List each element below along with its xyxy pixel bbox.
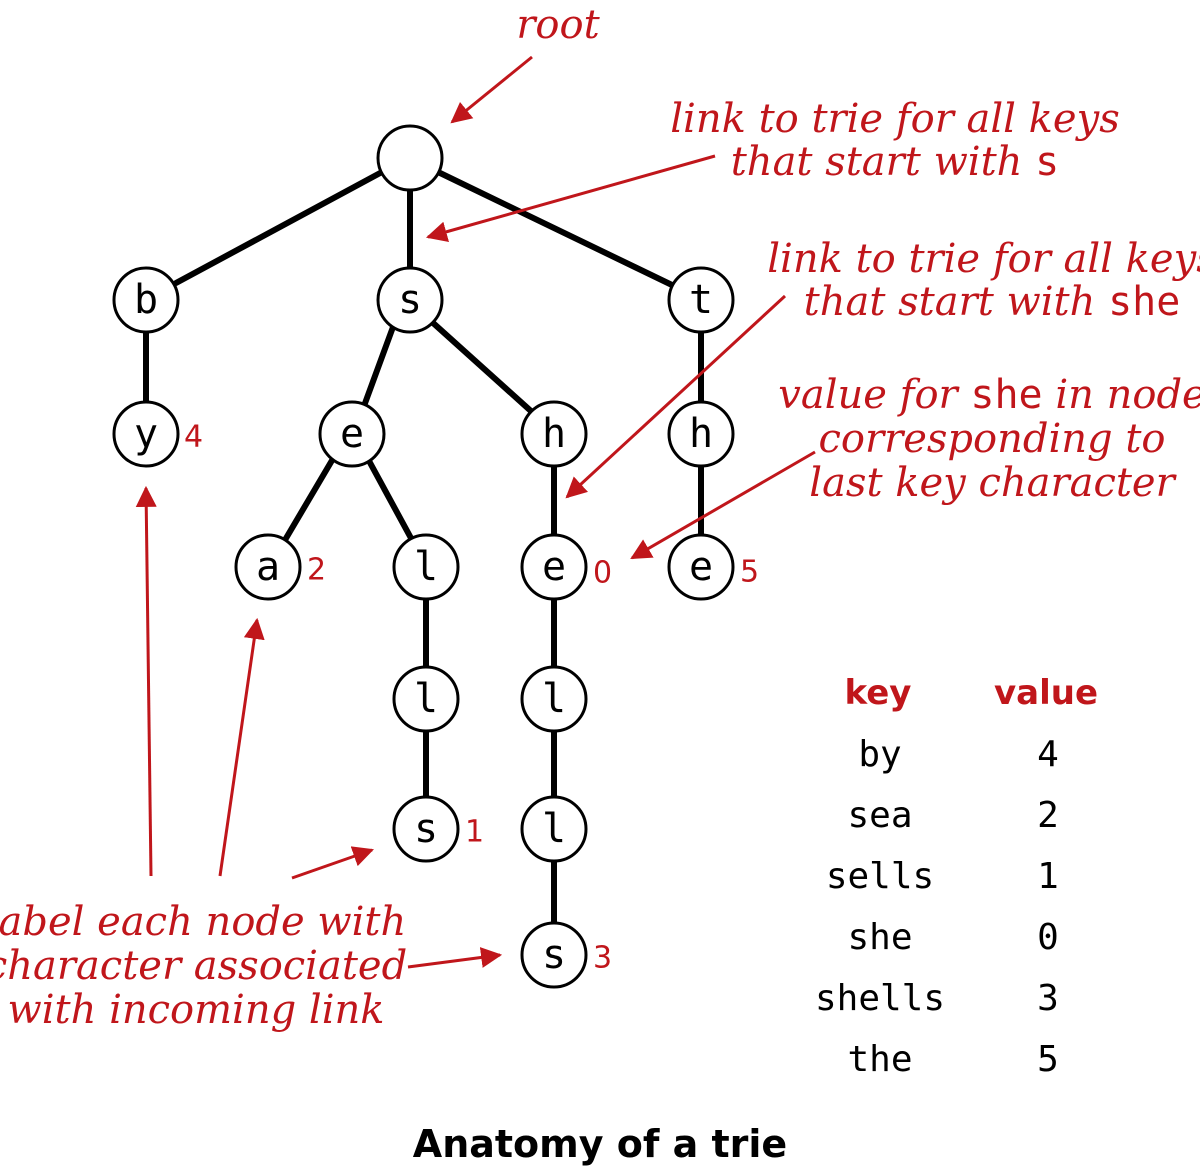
table-cell-key: the (847, 1039, 912, 1080)
value-shells: 3 (593, 941, 612, 976)
table-cell-key: sea (847, 795, 912, 836)
node-s: s (376, 266, 444, 334)
node-values: 4 2 0 5 1 3 (184, 420, 759, 976)
table-cell-key: sells (826, 856, 934, 897)
arrow-label-s1 (291, 846, 374, 880)
node-sell: l (392, 665, 460, 733)
table-header-key: key (845, 673, 912, 713)
arrow-link-s (425, 154, 716, 242)
value-sea: 2 (307, 553, 326, 588)
annotation-label-line2: character associated (0, 943, 407, 989)
table-cell-key: shells (815, 978, 945, 1019)
edge-e-l (365, 456, 415, 543)
arrow-label-y (135, 485, 157, 877)
node-the: e (667, 533, 735, 601)
node-shell: l (520, 795, 588, 863)
svg-text:e: e (542, 544, 566, 590)
node-t: t (667, 266, 735, 334)
value-sells: 1 (465, 815, 484, 850)
node-shel: l (520, 665, 588, 733)
svg-text:s: s (414, 806, 438, 852)
table-row: the 5 (847, 1039, 1058, 1080)
edge-s-h (429, 319, 535, 415)
node-shells: s (520, 921, 588, 989)
svg-text:l: l (414, 676, 438, 722)
annotation-value-line1: value for she in node (778, 372, 1200, 418)
table-header-value: value (994, 673, 1098, 713)
svg-text:h: h (689, 411, 713, 457)
table-row: shells 3 (815, 978, 1059, 1019)
edge-s-e (361, 324, 396, 409)
edge-root-t (435, 169, 675, 288)
table-cell-value: 4 (1037, 734, 1059, 775)
node-sh: h (520, 400, 588, 468)
svg-text:s: s (398, 277, 422, 323)
table-cell-key: by (858, 734, 901, 775)
value-the: 5 (740, 555, 759, 590)
svg-text:y: y (134, 411, 158, 457)
table-cell-value: 1 (1037, 856, 1059, 897)
arrow-root (450, 55, 533, 124)
annotations: root link to trie for all keys that star… (0, 2, 1200, 1033)
svg-text:l: l (542, 676, 566, 722)
value-she: 0 (593, 556, 612, 591)
table-cell-value: 3 (1037, 978, 1059, 1019)
table-row: she 0 (847, 917, 1058, 958)
svg-text:l: l (414, 544, 438, 590)
annotation-value-line2: corresponding to (818, 416, 1165, 462)
annotation-link-she-line2: that start with she (804, 279, 1181, 325)
value-y: 4 (184, 420, 203, 455)
arrow-label-a (218, 617, 265, 877)
table-cell-value: 2 (1037, 795, 1059, 836)
annotation-value-line3: last key character (809, 460, 1177, 506)
trie-nodes: b s t y e h h a l e e l l s l s (112, 124, 735, 989)
table-row: by 4 (858, 734, 1059, 775)
node-sells: s (392, 795, 460, 863)
arrow-value-she (630, 450, 816, 560)
node-sea: a (234, 533, 302, 601)
node-se: e (318, 400, 386, 468)
annotation-link-s-line1: link to trie for all keys (670, 96, 1119, 142)
node-root (376, 124, 444, 192)
node-y: y (112, 400, 180, 468)
edge-e-a (282, 454, 337, 543)
annotation-root: root (516, 2, 600, 48)
svg-text:b: b (134, 277, 158, 323)
table-rows: by 4 sea 2 sells 1 she 0 shells 3 the 5 (815, 734, 1059, 1080)
node-th: h (667, 400, 735, 468)
edge-root-b (173, 169, 385, 286)
svg-text:l: l (542, 806, 566, 852)
arrow-label-s3 (407, 947, 503, 969)
svg-text:e: e (689, 544, 713, 590)
node-b: b (112, 266, 180, 334)
node-sel: l (392, 533, 460, 601)
table-cell-key: she (847, 917, 912, 958)
annotation-label-line1: label each node with (0, 899, 406, 945)
table-cell-value: 5 (1037, 1039, 1059, 1080)
arrow-link-she (565, 294, 787, 499)
svg-text:a: a (256, 544, 280, 590)
svg-text:t: t (689, 277, 713, 323)
key-value-table: key value by 4 sea 2 sells 1 she 0 shells 3 the 5 (815, 673, 1098, 1080)
svg-text:e: e (340, 411, 364, 457)
svg-text:h: h (542, 411, 566, 457)
node-she: e (520, 533, 588, 601)
annotation-link-she-line1: link to trie for all keys (767, 236, 1200, 282)
trie-edges (143, 169, 704, 926)
annotation-arrows (135, 55, 816, 969)
figure-caption: Anatomy of a trie (413, 1122, 787, 1166)
table-row: sea 2 (847, 795, 1058, 836)
svg-text:s: s (542, 932, 566, 978)
table-cell-value: 0 (1037, 917, 1059, 958)
annotation-label-line3: with incoming link (7, 987, 384, 1033)
table-row: sells 1 (826, 856, 1059, 897)
annotation-link-s-line2: that start with s (731, 139, 1060, 185)
